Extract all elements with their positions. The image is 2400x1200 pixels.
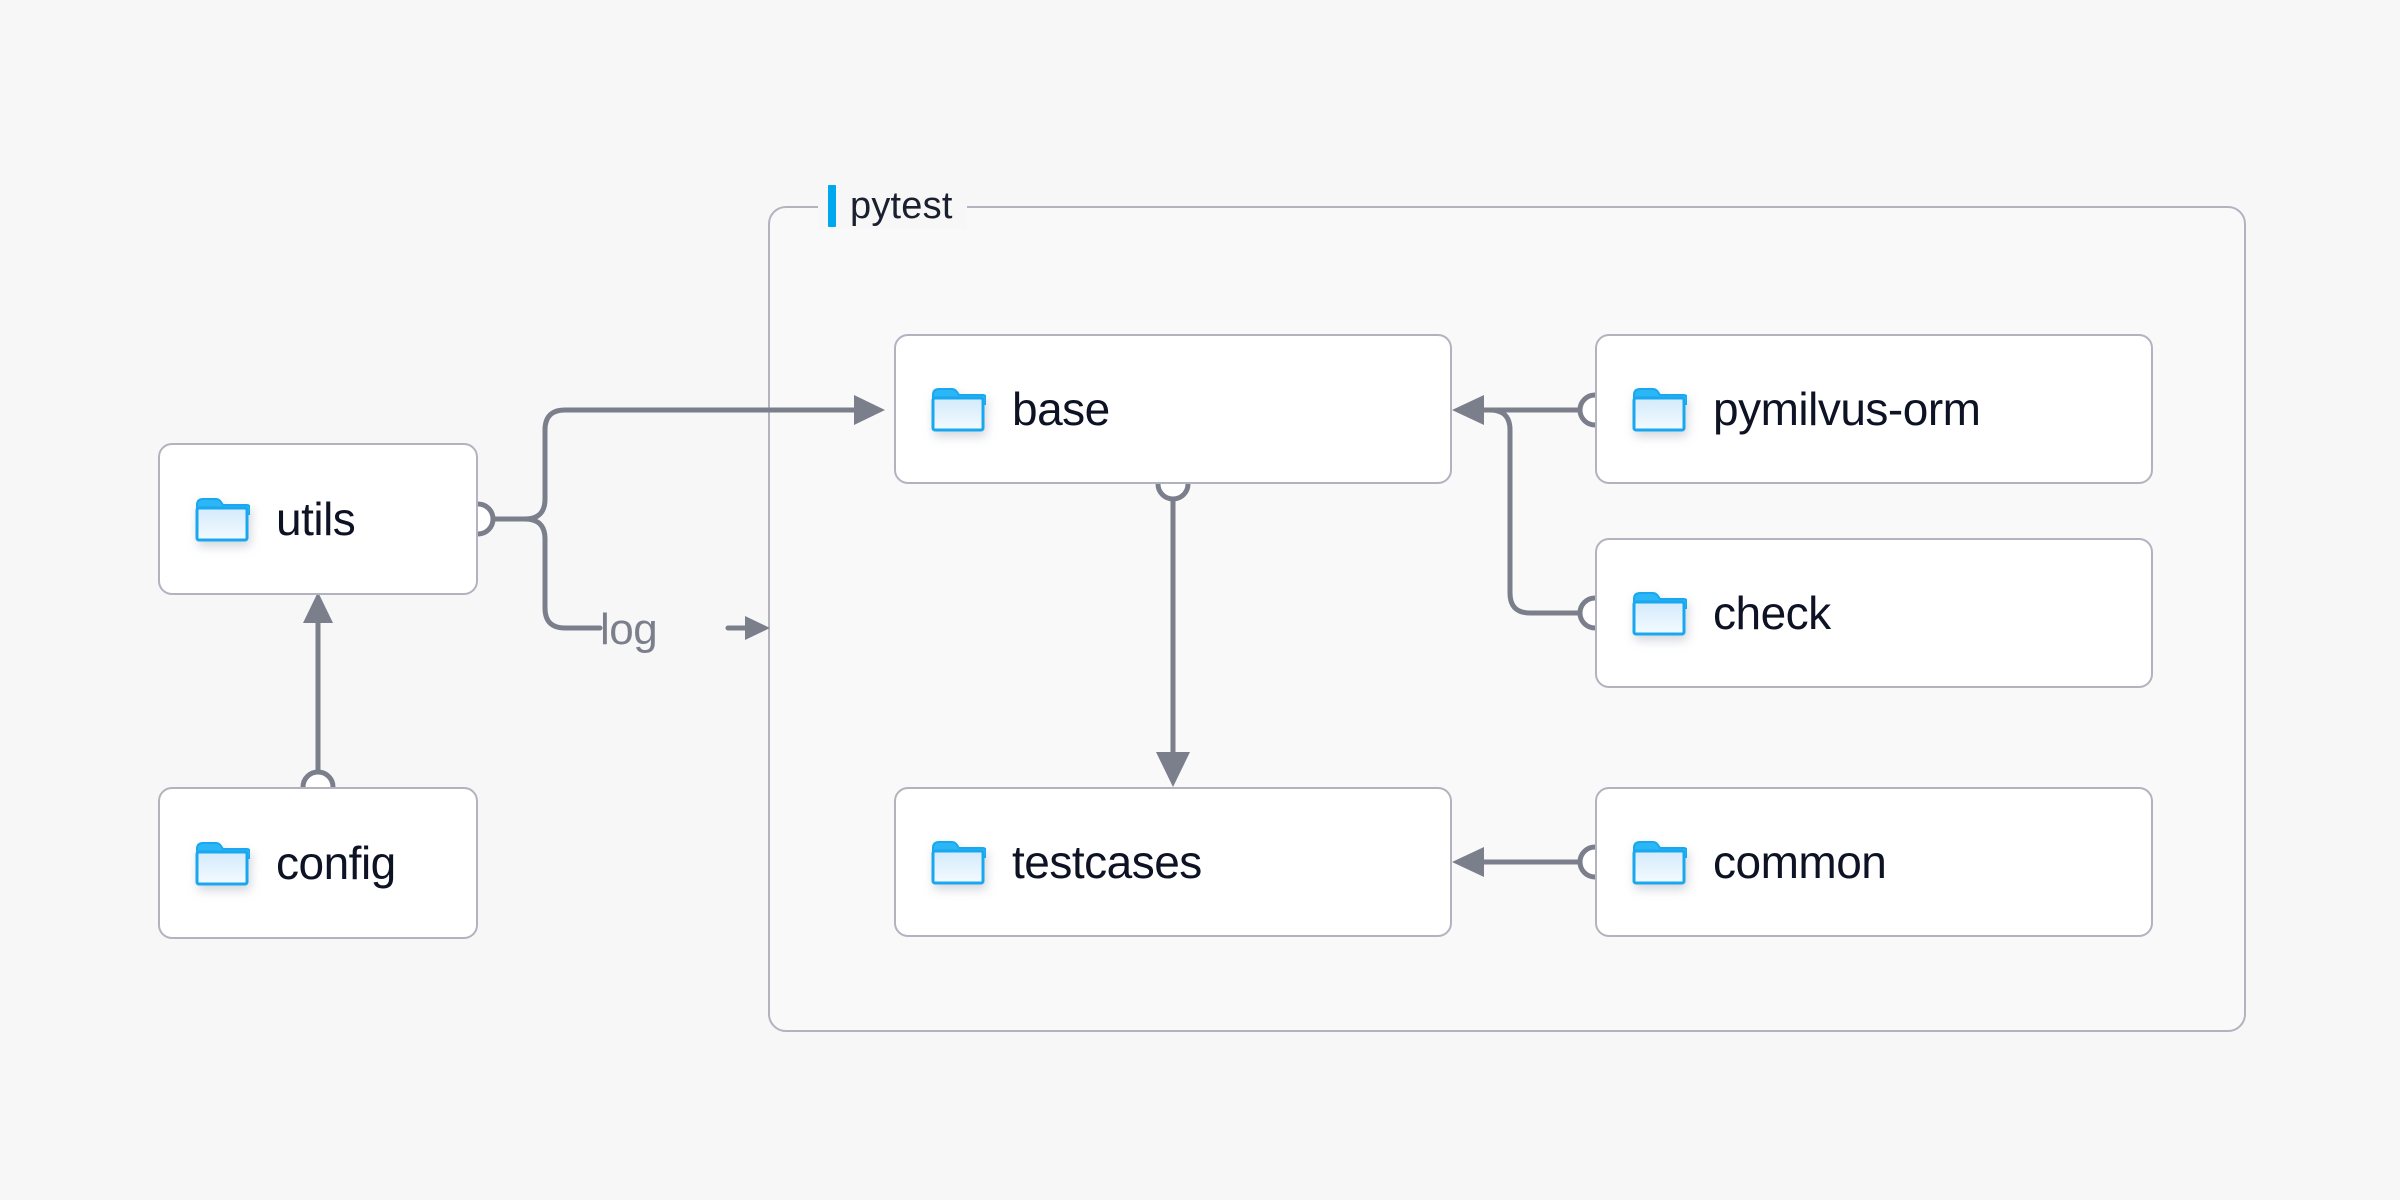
node-base[interactable]: base	[894, 334, 1452, 484]
node-label-common: common	[1713, 836, 1887, 888]
node-config[interactable]: config	[158, 787, 478, 939]
edge-log-arrow	[725, 616, 770, 640]
folder-icon	[931, 841, 986, 885]
node-label-utils: utils	[276, 493, 356, 545]
edge-label-log: log	[600, 605, 658, 654]
group-accent-bar-icon	[828, 185, 836, 227]
folder-icon	[1632, 388, 1687, 432]
node-pymilvus-orm[interactable]: pymilvus-orm	[1595, 334, 2153, 484]
node-label-testcases: testcases	[1012, 836, 1202, 888]
folder-icon	[195, 498, 250, 542]
group-label-text: pytest	[850, 184, 953, 227]
node-label-pymilvus-orm: pymilvus-orm	[1713, 383, 1981, 435]
folder-icon	[1632, 841, 1687, 885]
node-check[interactable]: check	[1595, 538, 2153, 688]
node-label-config: config	[276, 837, 396, 889]
group-label-pytest[interactable]: pytest	[818, 183, 967, 229]
node-common[interactable]: common	[1595, 787, 2153, 937]
folder-icon	[931, 388, 986, 432]
edge-config-to-utils	[300, 592, 336, 805]
folder-icon	[1632, 592, 1687, 636]
node-utils[interactable]: utils	[158, 443, 478, 595]
node-label-check: check	[1713, 587, 1831, 639]
node-testcases[interactable]: testcases	[894, 787, 1452, 937]
folder-icon	[195, 842, 250, 886]
node-label-base: base	[1012, 383, 1110, 435]
